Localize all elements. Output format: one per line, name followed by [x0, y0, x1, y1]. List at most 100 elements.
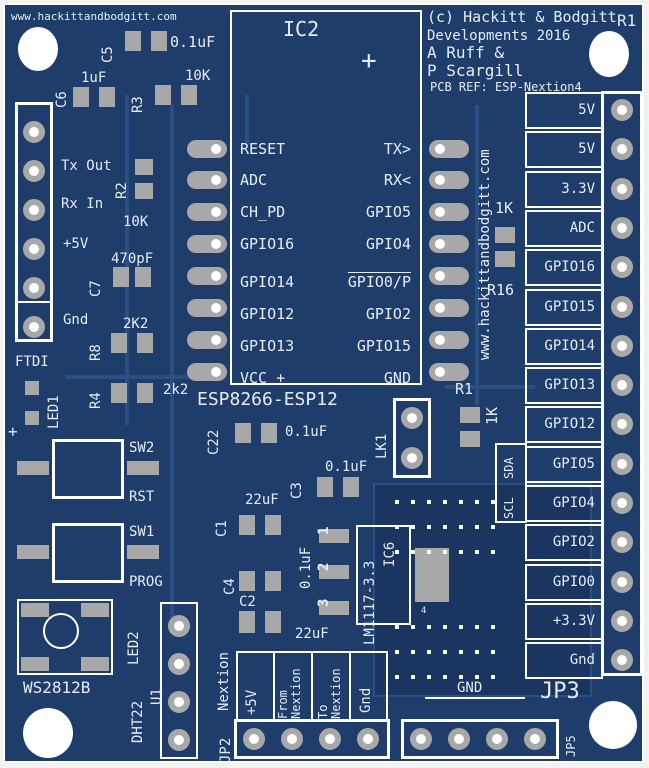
jp3-pin-label: GPIO12 [525, 406, 603, 444]
jp3-pin[interactable] [611, 413, 633, 436]
r2-label: R2 [114, 182, 130, 199]
jp3-pin[interactable] [611, 334, 633, 357]
jp3-label: JP3 [540, 679, 580, 704]
thermal-via [443, 650, 447, 654]
r1-pad [460, 407, 480, 423]
r1-top-label: R1 [617, 11, 637, 30]
r2-value: 10K [123, 214, 149, 230]
mounting-hole [23, 708, 73, 758]
c4-value: 0.1uF [298, 546, 314, 589]
ftdi-pin[interactable] [23, 160, 45, 182]
jp3-pin[interactable] [611, 374, 633, 397]
jp5-pin[interactable] [448, 728, 470, 750]
jp3-pin[interactable] [611, 216, 633, 239]
jp3-pin[interactable] [611, 649, 633, 672]
c5-pad [125, 31, 141, 51]
i2c-label-box [495, 443, 527, 523]
c1-label: C1 [214, 520, 230, 537]
ic2-left-pin-label: ADC [240, 171, 268, 189]
ftdi-header-outline [15, 102, 53, 342]
jp2-label: JP2 [218, 737, 234, 763]
jp5-pin[interactable] [524, 728, 546, 750]
dht22-pin[interactable] [168, 615, 190, 637]
ic2-left-pin-label: GPIO12 [240, 305, 295, 323]
c6-label: C6 [54, 91, 70, 108]
ic6-pin1-label: 1 [316, 526, 332, 535]
jp3-pin-label: GPIO13 [525, 367, 603, 405]
jp2-pin[interactable] [281, 728, 303, 750]
jp5-pin[interactable] [486, 728, 508, 750]
thermal-via [395, 650, 399, 654]
jp3-pin[interactable] [611, 531, 633, 554]
ftdi-pin[interactable] [23, 238, 45, 260]
sw1-label: SW1 [129, 524, 155, 540]
jp3-pin-label: GPIO15 [525, 288, 603, 326]
ftdi-pin-label: Tx Out [61, 158, 112, 174]
r16-pad [495, 227, 515, 243]
thermal-via [491, 650, 495, 654]
trace [125, 95, 129, 425]
thermal-via [395, 525, 399, 529]
sw2-function: RST [129, 489, 155, 505]
r4-label: R4 [88, 392, 104, 409]
ftdi-pin[interactable] [23, 199, 45, 221]
divider [17, 301, 51, 303]
ic6-part: LM1117-3.3 [362, 560, 378, 645]
ftdi-pin[interactable] [23, 316, 45, 338]
ic6-label: IC6 [382, 541, 398, 567]
jp3-pin[interactable] [611, 492, 633, 514]
lk1-pin[interactable] [401, 407, 423, 429]
c7-pad [113, 267, 129, 287]
dht22-pin[interactable] [168, 691, 190, 713]
jp5-header-outline [401, 719, 559, 759]
r8-pad [137, 333, 153, 353]
lk1-jumper-outline[interactable] [393, 398, 431, 478]
jp3-pin[interactable] [611, 177, 633, 200]
ic6-outline [356, 525, 411, 625]
ic2-right-pin-label: GND [383, 369, 411, 387]
ic6-tab-pad [415, 548, 449, 602]
lk1-pin[interactable] [401, 447, 423, 469]
c6-pad [73, 87, 89, 107]
sw2-pad [17, 461, 49, 475]
jp3-pin[interactable] [611, 295, 633, 318]
mounting-hole [589, 701, 637, 749]
jp3-pin[interactable] [611, 99, 633, 121]
dht22-pin[interactable] [168, 653, 190, 675]
ic2-left-pin-label: GPIO16 [240, 235, 295, 253]
jp5-pin[interactable] [410, 728, 432, 750]
esp-right-pad [429, 171, 469, 189]
dht22-pin[interactable] [168, 729, 190, 751]
thermal-via [411, 625, 415, 629]
esp-left-pad [187, 140, 227, 158]
sw1-outline[interactable] [52, 523, 124, 583]
jp3-pin[interactable] [611, 138, 633, 161]
r2-pad [135, 183, 153, 199]
c22-label: C22 [206, 429, 222, 455]
thermal-via [491, 675, 495, 679]
jp3-pin[interactable] [611, 256, 633, 279]
ftdi-pin[interactable] [23, 121, 45, 143]
c2-label: C2 [239, 594, 256, 610]
r3-label: R3 [130, 96, 146, 113]
thermal-via [411, 650, 415, 654]
jp2-group-label: Nextion [216, 651, 232, 711]
esp-right-pad [429, 299, 469, 317]
jp2-pin[interactable] [357, 728, 379, 750]
thermal-via [459, 675, 463, 679]
led1-plus: + [8, 422, 18, 441]
jp3-pin[interactable] [611, 452, 633, 475]
jp3-pin[interactable] [611, 609, 633, 632]
jp3-pin-label: GPIO5 [525, 445, 603, 483]
jp2-pin[interactable] [319, 728, 341, 750]
jp2-pin[interactable] [243, 728, 265, 750]
sw2-outline[interactable] [52, 439, 124, 499]
c7-value: 470pF [111, 251, 154, 267]
ftdi-pin[interactable] [23, 277, 45, 299]
c6-pad [99, 87, 115, 107]
c4-label: C4 [222, 578, 238, 595]
ws2812b-pad [81, 657, 109, 671]
jp3-pin[interactable] [611, 570, 633, 593]
ic6-pin2-label: 2 [316, 562, 332, 571]
jp2-pin-label: From Nextion [276, 668, 303, 719]
